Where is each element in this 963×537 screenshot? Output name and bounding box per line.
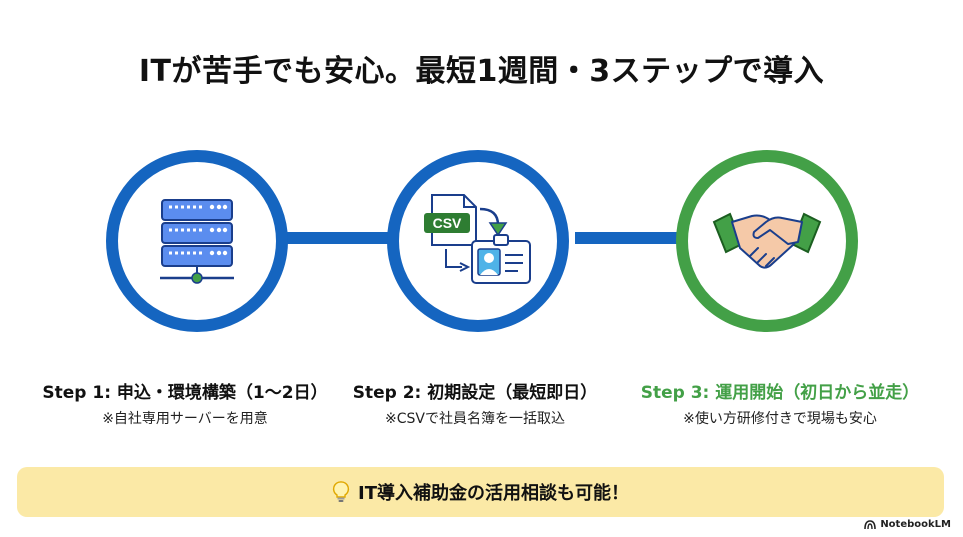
- notebooklm-logo-icon: [864, 519, 877, 529]
- step-1-note: ※自社専用サーバーを用意: [102, 411, 268, 427]
- step-connector-2-3: [575, 232, 687, 244]
- step-2-circle: CSV: [387, 150, 569, 332]
- step-connector-1-2: [276, 232, 388, 244]
- page-title: ITが苦手でも安心。最短1週間・3ステップで導入: [138, 54, 825, 89]
- notebooklm-watermark: NotebookLM: [864, 519, 951, 530]
- step-2-title: Step 2: 初期設定（最短即日）: [352, 383, 598, 403]
- step-1-circle: [106, 150, 288, 332]
- step-3-circle: [676, 150, 858, 332]
- banner-text: IT導入補助金の活用相談も可能！: [358, 483, 629, 504]
- subsidy-banner: IT導入補助金の活用相談も可能！: [17, 467, 944, 517]
- brand-label: NotebookLM: [880, 519, 951, 530]
- handshake-icon: [712, 212, 822, 269]
- csv-import-icon: CSV: [424, 194, 531, 284]
- lightbulb-icon: [332, 481, 350, 502]
- step-3-note: ※使い方研修付きで現場も安心: [683, 411, 877, 427]
- step-1-title: Step 1: 申込・環境構築（1〜2日）: [42, 383, 328, 403]
- step-2-note: ※CSVで社員名簿を一括取込: [385, 411, 565, 427]
- csv-label: CSV: [433, 215, 462, 231]
- server-icon: [160, 199, 234, 284]
- step-3-title: Step 3: 運用開始（初日から並走）: [640, 383, 920, 403]
